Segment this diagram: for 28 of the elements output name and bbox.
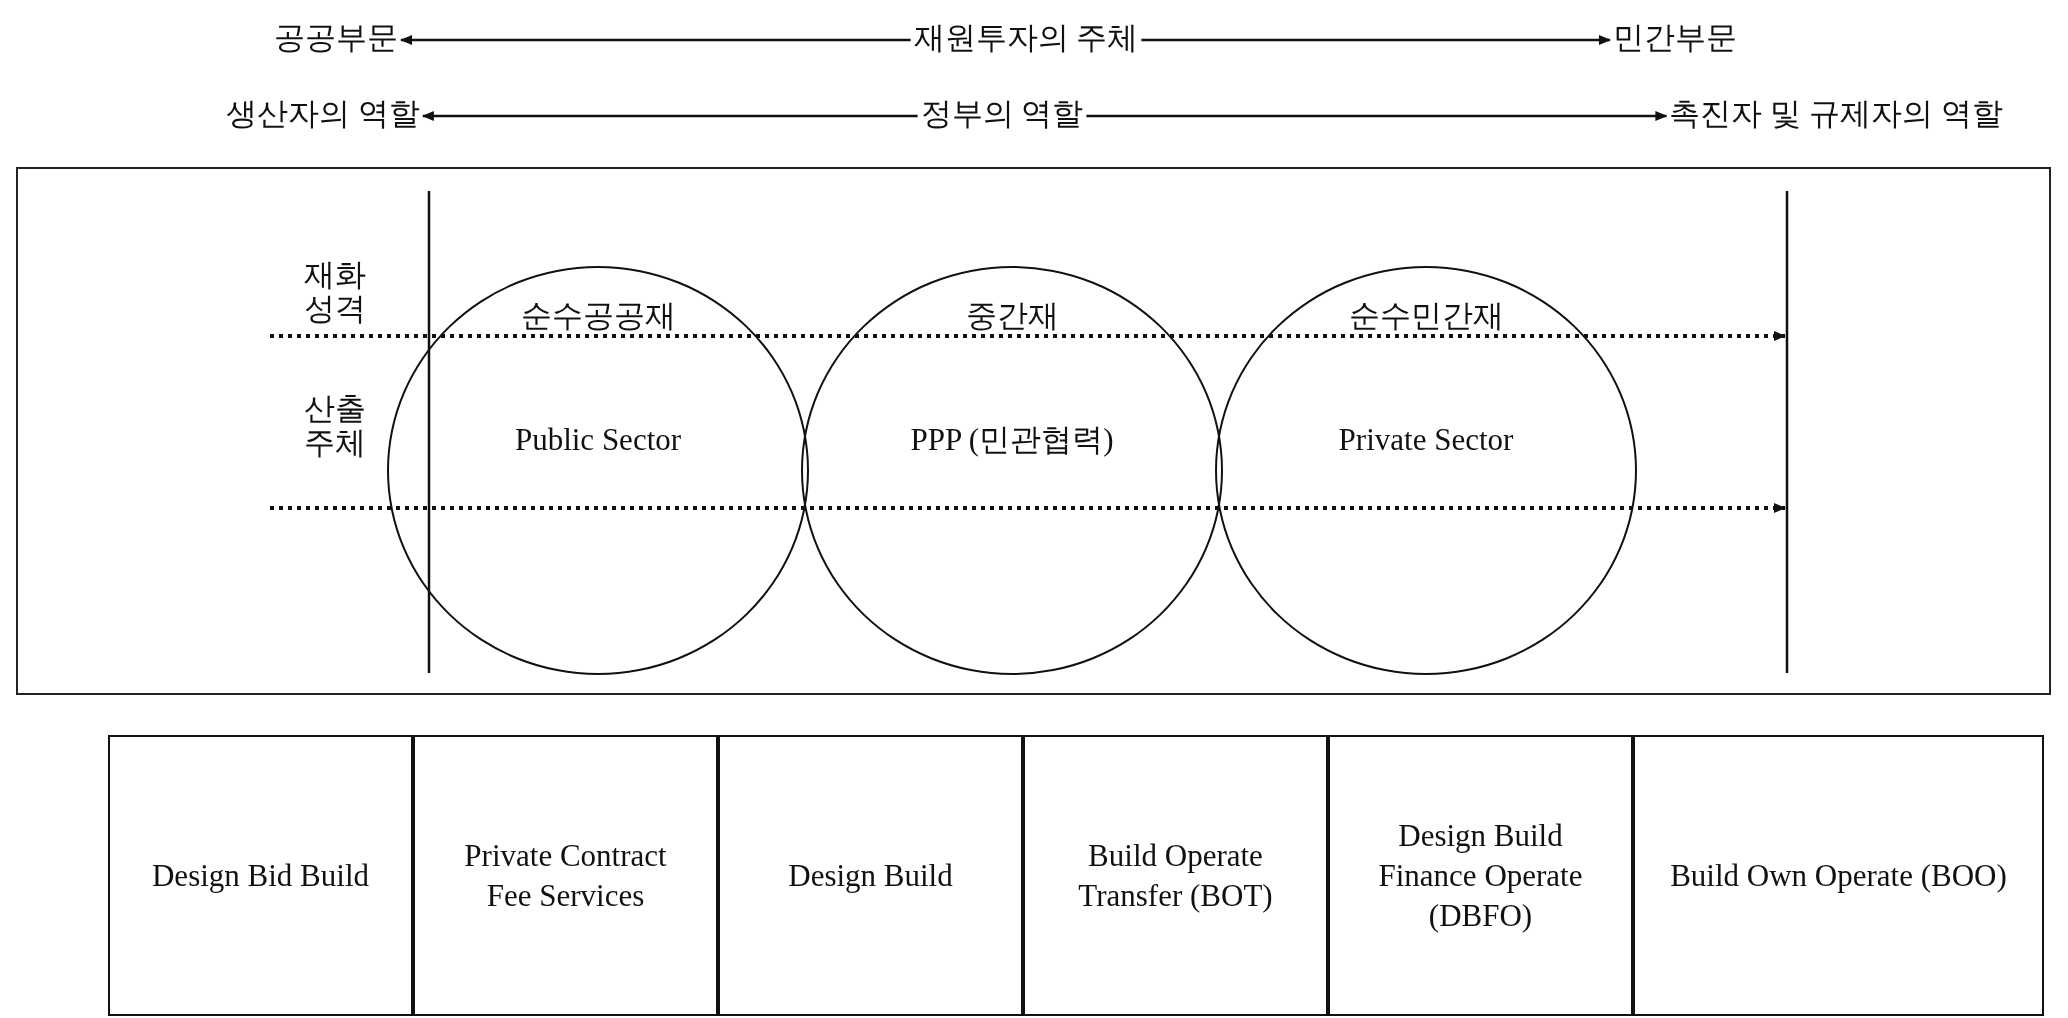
good-type-circle: [387, 266, 809, 675]
sector-label: Private Sector: [1337, 422, 1515, 458]
row-label: 산출 주체: [303, 392, 367, 460]
scheme-cell: Design Bid Build: [108, 735, 413, 1016]
category-label: 생산자의 역할: [226, 96, 420, 136]
scheme-cell: Build Operate Transfer (BOT): [1023, 735, 1328, 1016]
scheme-cell: Build Own Operate (BOO): [1633, 735, 2044, 1016]
good-type-circle: [801, 266, 1223, 675]
good-type-circle: [1215, 266, 1637, 675]
arrow: [421, 111, 918, 121]
sector-label: Public Sector: [513, 422, 683, 458]
good-type-heading: 중간재: [964, 298, 1060, 334]
arrow: [1141, 35, 1611, 45]
category-label: 재원투자의 주체: [913, 20, 1139, 60]
category-label: 공공부문: [274, 20, 398, 60]
sector-label: PPP (민관협력): [909, 422, 1115, 458]
category-label: 정부의 역할: [920, 96, 1084, 136]
arrow: [400, 35, 911, 45]
row-label: 재화 성격: [303, 258, 367, 326]
arrow: [1086, 111, 1668, 121]
good-type-heading: 순수공공재: [519, 298, 677, 334]
category-label: 민간부문: [1613, 20, 1737, 60]
outline-box: [16, 167, 2051, 695]
scheme-cell: Private Contract Fee Services: [413, 735, 718, 1016]
scheme-cell: Design Build Finance Operate (DBFO): [1328, 735, 1633, 1016]
category-label: 촉진자 및 규제자의 역할: [1669, 96, 2003, 136]
scheme-cell: Design Build: [718, 735, 1023, 1016]
good-type-heading: 순수민간재: [1347, 298, 1505, 334]
